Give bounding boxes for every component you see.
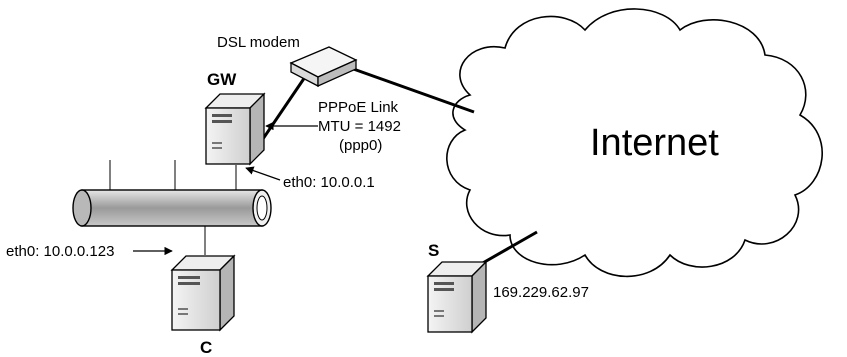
- server-tower-icon: [204, 92, 266, 166]
- gw-eth0-label: eth0: 10.0.0.1: [283, 174, 375, 191]
- dsl-modem-label: DSL modem: [217, 34, 300, 51]
- dsl-modem-icon: [289, 46, 358, 88]
- client-eth0-label: eth0: 10.0.0.123: [6, 243, 114, 260]
- client-label: C: [200, 338, 212, 357]
- gw-eth0-arrow: [245, 166, 281, 181]
- server-tower-icon: [426, 260, 488, 334]
- modem-internet-link: [344, 64, 475, 114]
- internet-label: Internet: [590, 122, 719, 164]
- ethernet-bus-icon: [72, 189, 272, 227]
- pppoe-mtu-label: MTU = 1492: [318, 118, 401, 135]
- server-ip-label: 169.229.62.97: [493, 284, 589, 301]
- server-label: S: [428, 241, 439, 260]
- gw-label: GW: [207, 70, 237, 89]
- server-tower-icon: [170, 254, 236, 332]
- pppoe-iface-label: (ppp0): [339, 137, 382, 154]
- pppoe-title-label: PPPoE Link: [318, 99, 399, 116]
- cloud-icon: [446, 8, 823, 278]
